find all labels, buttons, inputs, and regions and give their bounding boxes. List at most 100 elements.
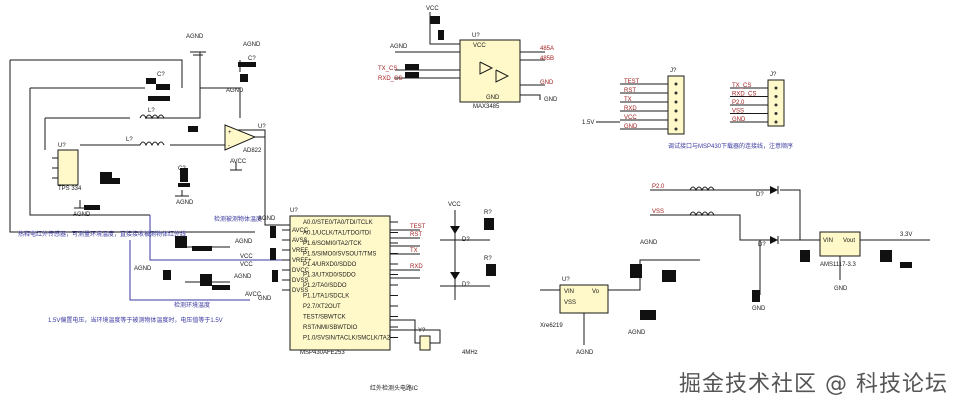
svg-text:AGND: AGND: [73, 212, 91, 218]
svg-text:C?: C?: [178, 166, 186, 172]
svg-text:U?: U?: [562, 277, 570, 283]
crystal: [419, 335, 431, 351]
connector-b-signal: VSS: [732, 109, 744, 115]
capacitor-c2: [156, 84, 170, 90]
svg-text:485B: 485B: [540, 56, 554, 62]
svg-text:Vout: Vout: [843, 238, 855, 244]
svg-text:VCC: VCC: [448, 202, 461, 208]
opamp-part: AD822: [243, 148, 262, 154]
connector-b-signal: RXD_CS: [732, 92, 756, 98]
opamp-designator: U?: [258, 124, 266, 130]
svg-text:AGND: AGND: [640, 240, 658, 246]
svg-text:D?: D?: [756, 192, 764, 198]
capacitor-c5: [240, 74, 248, 82]
svg-text:AGND: AGND: [186, 34, 204, 40]
opamp-triangle: [224, 124, 257, 151]
led-1: [450, 226, 460, 234]
svg-text:AGND: AGND: [628, 330, 646, 336]
svg-text:GND: GND: [752, 306, 766, 312]
svg-text:R?: R?: [484, 256, 492, 262]
svg-text:AVCC: AVCC: [245, 292, 262, 298]
msp-pin-label: P1.6/SOMI0/TA2/TCK: [303, 241, 362, 247]
svg-text:TX: TX: [410, 248, 418, 254]
connector-a-signal: RXD: [624, 106, 637, 112]
resistor-r4: [84, 205, 100, 210]
svg-text:VCC: VCC: [240, 254, 253, 260]
svg-text:AGND: AGND: [390, 44, 408, 50]
svg-text:R?: R?: [484, 210, 492, 216]
capacitor-c1: [146, 78, 156, 84]
svg-text:VIN: VIN: [564, 289, 574, 295]
msp-pin-label-left: VREF: [292, 248, 308, 254]
svg-text:RST: RST: [410, 232, 422, 238]
svg-text:-: -: [228, 143, 230, 149]
resistor-r5: [175, 236, 187, 248]
resistor-r2: [100, 172, 112, 184]
resistor-r8: [212, 285, 230, 290]
msp-pin-label: P2.7/XT2OUT: [303, 304, 341, 310]
svg-text:VCC: VCC: [240, 262, 253, 268]
msp-pin-label: P1.4/URXD0/SDDO: [303, 262, 357, 268]
connector-b-signal: GND: [732, 117, 746, 123]
svg-text:TEST: TEST: [410, 224, 426, 230]
svg-text:AVCC: AVCC: [230, 159, 247, 165]
inductor-power-2: [689, 211, 715, 217]
msp430-body: [289, 215, 391, 351]
connector-b-signal: TX_CS: [732, 83, 751, 89]
msp-pin-label-left: AVCC: [292, 228, 309, 234]
svg-text:MAX3485: MAX3485: [473, 104, 500, 110]
resistor-r7: [200, 274, 212, 286]
msp-pin-label: A0.0/STE0/TA0/TDI/TCLK: [303, 220, 373, 226]
msp-pin-label: TEST/SBWTCK: [303, 315, 346, 321]
msp-pin-label-left: DVSS: [292, 288, 308, 294]
svg-text:1.5V: 1.5V: [582, 120, 594, 126]
sensor-tps334: [57, 149, 79, 186]
svg-text:U?: U?: [472, 33, 480, 39]
svg-text:RXD: RXD: [410, 264, 423, 270]
svg-text:D?: D?: [462, 282, 470, 288]
agnd-symbol-4: AVCC: [230, 159, 247, 171]
analog-front-end: L? L? + - AD822 U? C? C? C? AGND: [9, 34, 290, 324]
msp-pin-label: P1.1/TA1/SDCLK: [303, 294, 349, 300]
svg-text:GND: GND: [544, 97, 558, 103]
power-section: D? D? P2.0 VSS VIN Vout AMS1117-3.3 3.3V…: [540, 184, 930, 356]
svg-text:AGND: AGND: [226, 88, 244, 94]
msp430-part: MSP430AFE253: [300, 350, 345, 356]
svg-text:VIN: VIN: [823, 238, 833, 244]
svg-text:GND: GND: [834, 286, 848, 292]
inductor-label-2: L?: [126, 137, 133, 143]
offset-note: 1.5V偏置电压，当环境温度等于被测物体温度时，电压值等于1.5V: [48, 316, 223, 324]
msp-pin-label-left: DVCC: [292, 268, 310, 274]
svg-text:GND: GND: [540, 80, 554, 86]
resistor-r9: [484, 218, 494, 230]
msp-pin-label: A0.1/UCLK/TA1/TDO/TDI: [303, 231, 371, 237]
capacitor-c6: [180, 168, 188, 182]
connector-a-signal: TX: [624, 97, 632, 103]
svg-text:AGND: AGND: [134, 266, 152, 272]
agnd-symbol-3: AGND: [73, 200, 91, 218]
svg-text:J?: J?: [670, 68, 677, 74]
svg-text:AGND: AGND: [235, 239, 253, 245]
connector-a-signal: RST: [624, 88, 636, 94]
svg-text:J?: J?: [770, 72, 777, 78]
msp-pin-label: P1.5/SIMO0/SVSOUT/TMS: [303, 252, 376, 258]
diode-d3: [770, 186, 778, 194]
connector-a-signal: GND: [624, 124, 638, 130]
svg-text:AMS1117-3.3: AMS1117-3.3: [820, 262, 856, 268]
svg-text:VCC: VCC: [426, 6, 439, 12]
svg-text:AGND: AGND: [234, 274, 252, 280]
connector-note: 调试接口与MSP430下载器的连接线，注意顺序: [668, 142, 793, 150]
svg-text:Xre6219: Xre6219: [540, 323, 563, 329]
resistor-r3: [112, 178, 120, 184]
inductor-label: L?: [148, 108, 155, 114]
watermark-text: 掘金技术社区 @ 科技论坛: [679, 372, 948, 397]
msp-pin-label-left: DVSS: [292, 278, 308, 284]
svg-text:+: +: [228, 130, 232, 136]
msp-pin-label: P1.0/SVSIN/TACLK/SMCLK/TA2: [303, 336, 391, 342]
inductor-l2: [139, 141, 165, 147]
svg-text:AGND: AGND: [576, 350, 594, 356]
svg-text:VCC: VCC: [473, 43, 486, 49]
msp430-caption: 红外检测头电路IC: [370, 384, 419, 392]
svg-text:C?: C?: [248, 56, 256, 62]
svg-text:VSS: VSS: [564, 300, 576, 306]
